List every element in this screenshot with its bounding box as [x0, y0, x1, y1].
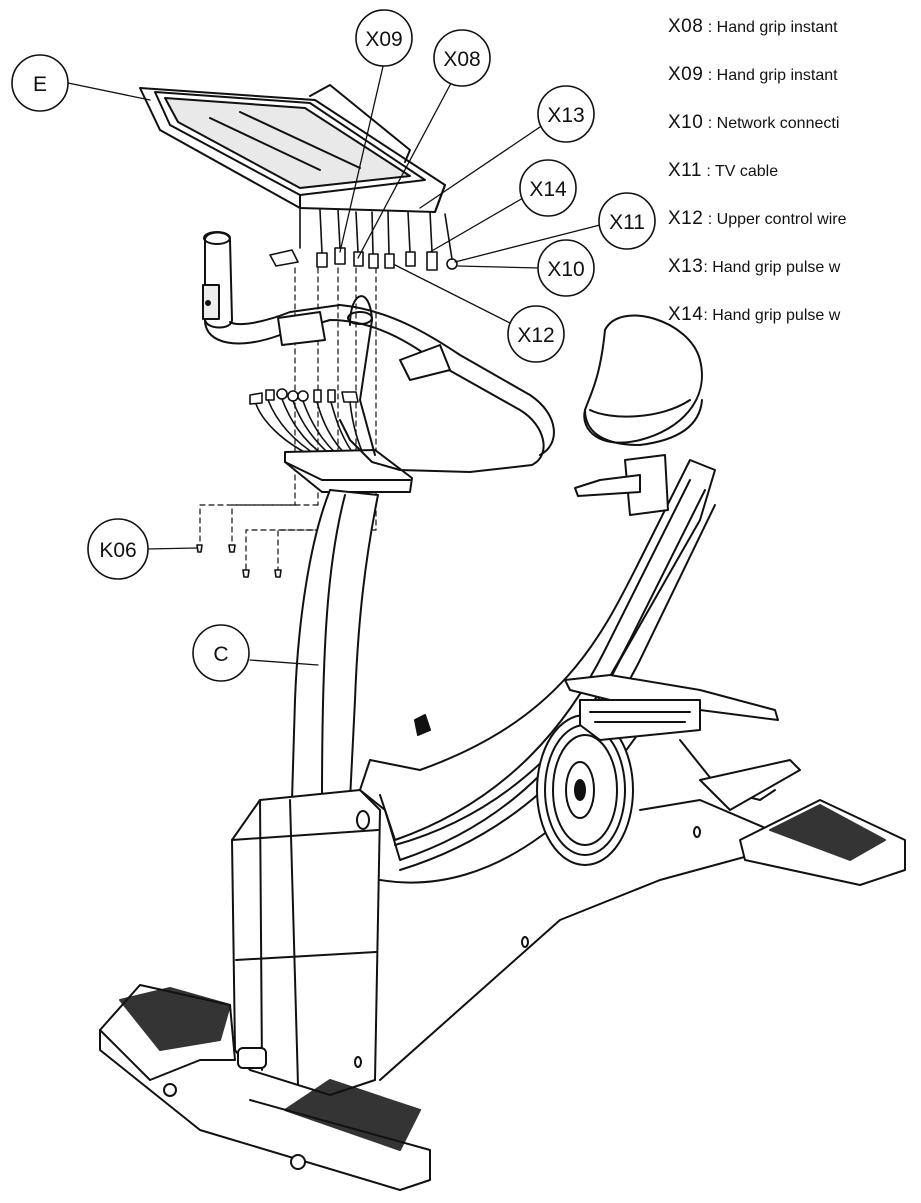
- legend-code: X08: [668, 16, 704, 37]
- upright-column: [291, 489, 379, 801]
- legend-text: : Hand grip instant: [703, 67, 838, 84]
- legend-text: : Network connecti: [703, 115, 840, 132]
- console-connectors: [269, 207, 458, 271]
- leader-lines: [67, 61, 601, 666]
- callout-circle-x10: [537, 239, 595, 297]
- frame-connectors: [249, 388, 367, 461]
- handlebar-plate: [284, 449, 413, 493]
- legend-item-x10: X10 : Network connecti: [668, 106, 921, 154]
- callout-labels: E C K06 X09 X08 X13 X14 X11 X10 X12: [33, 28, 645, 666]
- callout-label-c: C: [213, 643, 228, 666]
- seat-assembly: [574, 314, 703, 516]
- legend-item-x08: X08 : Hand grip instant: [668, 10, 921, 58]
- legend-text: : TV cable: [701, 163, 779, 180]
- callout-circle-x08: [433, 29, 491, 87]
- callouts: [11, 9, 656, 682]
- column-shroud: [231, 789, 381, 1096]
- callout-label-x10: X10: [547, 258, 584, 281]
- callout-circle-x09: [355, 9, 413, 67]
- callout-label-x08: X08: [443, 48, 480, 71]
- legend-code: X10: [668, 112, 704, 133]
- legend-code: X09: [668, 64, 704, 85]
- legend-code: X11: [668, 160, 702, 181]
- legend-text: : Hand grip pulse w: [703, 307, 841, 324]
- callout-label-e: E: [33, 73, 47, 96]
- flywheel: [536, 714, 634, 866]
- callout-circle-k06: [87, 518, 149, 580]
- callout-label-x14: X14: [529, 178, 567, 201]
- callout-circle-x12: [507, 305, 565, 363]
- legend-text: : Upper control wire: [703, 211, 847, 228]
- callout-circle-c: [192, 624, 250, 682]
- callout-label-x13: X13: [547, 104, 584, 127]
- legend-text: : Hand grip instant: [703, 19, 838, 36]
- legend-item-x11: X11 : TV cable: [668, 154, 921, 202]
- legend-code: X12: [668, 208, 704, 229]
- legend-code: X13: [668, 256, 704, 277]
- legend-code: X14: [668, 304, 704, 325]
- legend-item-x12: X12 : Upper control wire: [668, 202, 921, 250]
- callout-label-x09: X09: [365, 28, 402, 51]
- callout-label-x11: X11: [609, 211, 645, 234]
- callout-circle-x11: [598, 192, 656, 250]
- part-legend: X08 : Hand grip instant X09 : Hand grip …: [668, 10, 921, 346]
- legend-text: : Hand grip pulse w: [703, 259, 841, 276]
- main-frame: [356, 459, 716, 884]
- callout-label-x12: X12: [517, 324, 554, 347]
- callout-circle-e: [11, 54, 69, 112]
- base-frame: [99, 759, 906, 1191]
- console-unit: [139, 84, 446, 213]
- callout-circle-x13: [537, 85, 595, 143]
- legend-item-x13: X13: Hand grip pulse w: [668, 250, 921, 298]
- callout-label-k06: K06: [99, 539, 136, 562]
- hand-grip-left: [202, 231, 233, 329]
- legend-item-x09: X09 : Hand grip instant: [668, 58, 921, 106]
- handlebar: [204, 295, 555, 473]
- legend-item-x14: X14: Hand grip pulse w: [668, 298, 921, 346]
- screws: [196, 544, 282, 578]
- callout-circle-x14: [519, 159, 577, 217]
